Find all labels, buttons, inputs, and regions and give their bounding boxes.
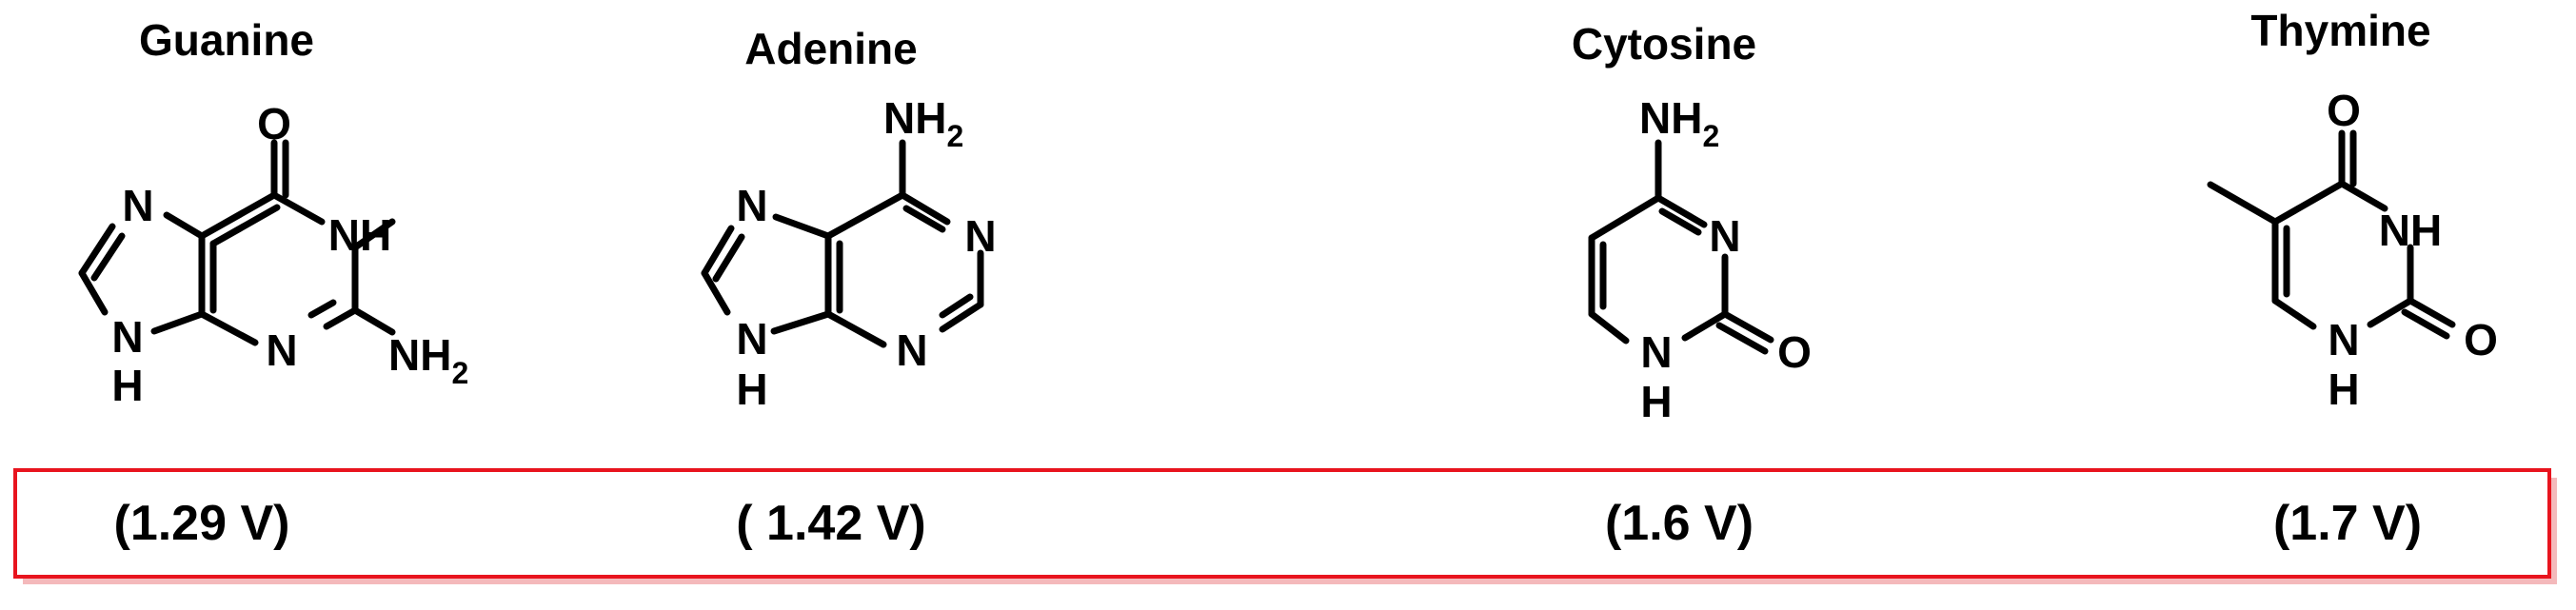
guanine-name: Guanine [139,15,314,65]
cytosine-amino-label: NH2 [1639,93,1719,153]
thymine-o4-label: O [2327,86,2361,135]
adenine-n3-label: N [896,325,927,375]
guanine-n7-label: N [122,181,153,230]
cytosine-oxygen-label: O [1777,327,1812,377]
guanine-structure: O NH N N N H NH2 [78,99,468,410]
adenine-structure: NH2 N N N N H [701,93,997,414]
adenine-name: Adenine [744,24,917,73]
cytosine-structure: NH2 N O N H [1588,93,1812,426]
cytosine-n1-hydrogen-label: H [1640,377,1672,426]
adenine-potential: ( 1.42 V) [736,496,925,551]
guanine-n9-hydrogen-label: H [111,361,143,410]
adenine-n9-label: N [736,314,767,364]
adenine-n9-hydrogen-label: H [736,364,767,414]
thymine-name: Thymine [2250,6,2430,55]
guanine-amino-label: NH2 [388,330,468,390]
adenine-n7-label: N [736,181,767,230]
guanine-n3-label: N [266,325,297,375]
guanine-n9-label: N [111,312,143,362]
guanine-n1h-label: NH [328,210,391,260]
cytosine-name: Cytosine [1572,19,1756,69]
potential-box [13,468,2551,579]
adenine-amino-label: NH2 [883,93,963,153]
thymine-o2-label: O [2464,315,2498,364]
cytosine-n3-label: N [1709,211,1740,261]
guanine-oxygen-label: O [257,99,291,148]
thymine-n3h-label: NH [2379,206,2442,255]
thymine-structure: O NH O N H [2207,86,2498,414]
thymine-n1-label: N [2328,315,2359,364]
cytosine-potential: (1.6 V) [1605,496,1754,551]
guanine-potential: (1.29 V) [114,496,290,551]
adenine-n1-label: N [964,211,996,261]
thymine-n1-hydrogen-label: H [2328,364,2359,414]
cytosine-n1-label: N [1640,327,1672,377]
thymine-potential: (1.7 V) [2273,496,2422,551]
